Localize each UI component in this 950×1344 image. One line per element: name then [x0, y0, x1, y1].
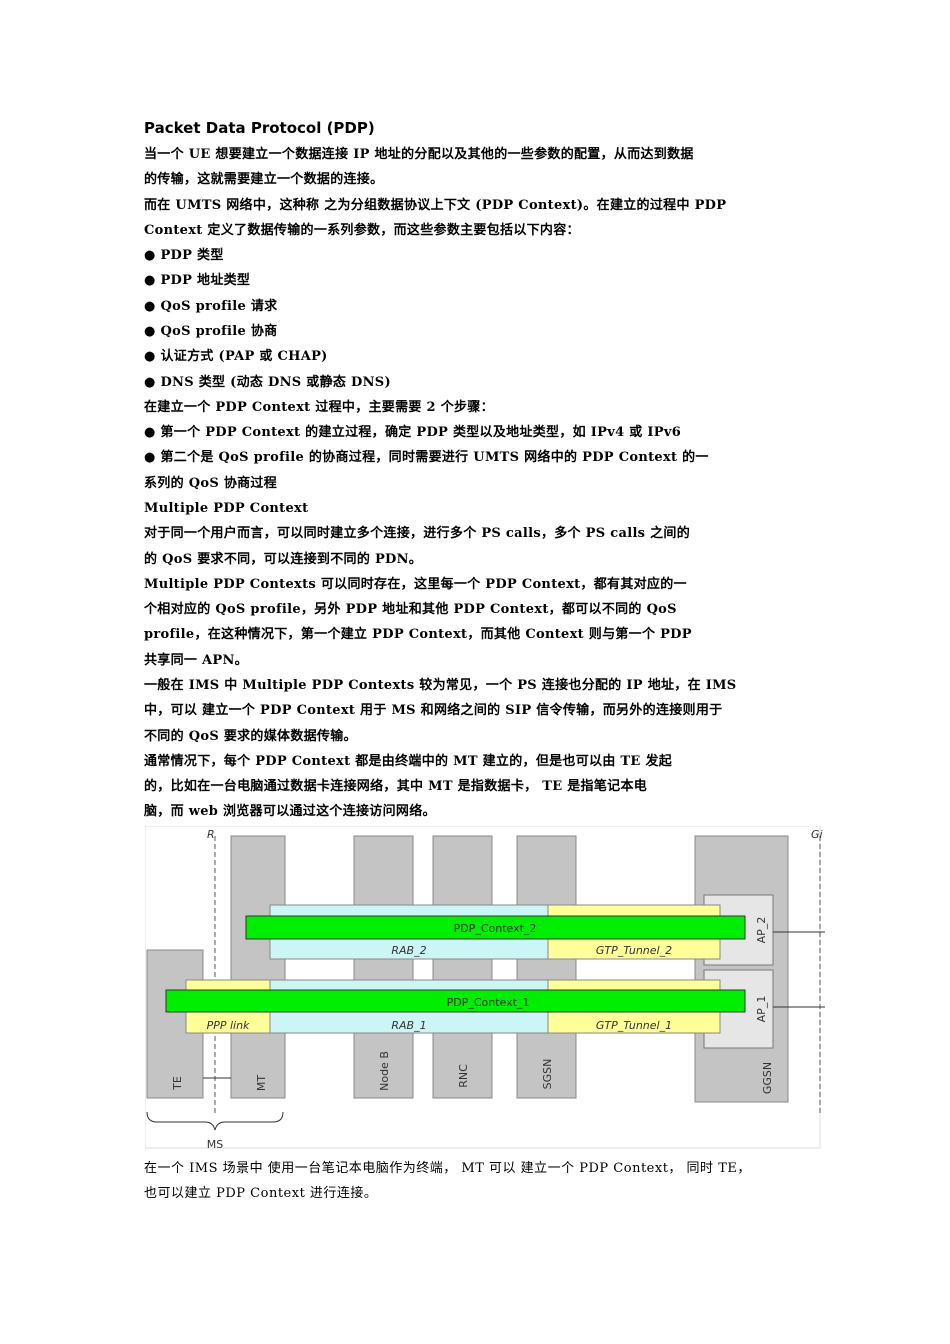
node-b-node	[353, 835, 414, 1099]
paragraph-line: 的传输，这就需要建立一个数据的连接。	[144, 172, 384, 187]
bullet-item: ● 认证方式 (PAP 或 CHAP)	[144, 349, 328, 364]
paragraph-line: 而在 UMTS 网络中，这种称 之为分组数据协议上下文 (PDP Context…	[144, 198, 727, 213]
sgsn-label: SGSN	[541, 1059, 554, 1090]
paragraph-line: 不同的 QoS 要求的媒体数据传输。	[144, 729, 357, 744]
section-title: Packet Data Protocol (PDP)	[144, 119, 375, 137]
paragraph-line: 一般在 IMS 中 Multiple PDP Contexts 较为常见，一个 …	[144, 678, 737, 693]
paragraph-line: 的，比如在一台电脑通过数据卡连接网络，其中 MT 是指数据卡， TE 是指笔记本…	[144, 779, 648, 794]
bullet-item: ● QoS profile 请求	[144, 299, 278, 314]
gtp-tunnel2-label: GTP_Tunnel_2	[596, 944, 672, 957]
caption-line: 在一个 IMS 场景中 使用一台笔记本电脑作为终端， MT 可以 建立一个 PD…	[144, 1161, 751, 1176]
paragraph-line: 通常情况下，每个 PDP Context 都是由终端中的 MT 建立的，但是也可…	[144, 754, 673, 769]
ms-label: MS	[207, 1138, 223, 1151]
rnc-node	[432, 835, 493, 1099]
mt-node	[230, 835, 286, 1099]
bullet-item: ● DNS 类型 (动态 DNS 或静态 DNS)	[144, 375, 391, 390]
bullet-item: ● PDP 地址类型	[144, 273, 251, 288]
ppp-link-label: PPP link	[207, 1019, 250, 1032]
pdp-context2-label: PDP_Context_2	[454, 922, 537, 935]
paragraph-line: 脑，而 web 浏览器可以通过这个连接访问网络。	[144, 804, 436, 819]
paragraph-line: 中，可以 建立一个 PDP Context 用于 MS 和网络之间的 SIP 信…	[144, 703, 723, 718]
bullet-item: ● 第二个是 QoS profile 的协商过程，同时需要进行 UMTS 网络中…	[144, 450, 709, 465]
te-label: TE	[171, 1076, 184, 1091]
bullet-item: ● PDP 类型	[144, 248, 224, 263]
mt-label: MT	[255, 1075, 268, 1091]
ap2-label: AP_2	[755, 917, 768, 944]
pdp-context1-bar	[165, 989, 746, 1013]
ms-brace	[146, 1111, 284, 1131]
pdp-context2-bar	[245, 915, 746, 940]
ap1-label: AP_1	[755, 996, 768, 1023]
ggsn-node	[694, 835, 789, 1103]
ggsn-label: GGSN	[761, 1062, 774, 1094]
paragraph-line: 系列的 QoS 协商过程	[144, 476, 278, 491]
sgsn-node	[516, 835, 577, 1099]
node-b-label: Node B	[378, 1051, 391, 1091]
paragraph-line: Multiple PDP Contexts 可以同时存在，这里每一个 PDP C…	[144, 577, 687, 592]
caption-line: 也可以建立 PDP Context 进行连接。	[144, 1186, 378, 1201]
rab2-label: RAB_2	[391, 944, 426, 957]
rab1-label: RAB_1	[391, 1019, 426, 1032]
paragraph-line: profile，在这种情况下，第一个建立 PDP Context，而其他 Con…	[144, 627, 692, 642]
paragraph-line: 共享同一 APN。	[144, 653, 248, 668]
paragraph-line: 对于同一个用户而言，可以同时建立多个连接，进行多个 PS calls，多个 PS…	[144, 526, 691, 541]
rnc-label: RNC	[457, 1064, 470, 1088]
paragraph-line: 个相对应的 QoS profile，另外 PDP 地址和其他 PDP Conte…	[144, 602, 677, 617]
bullet-item: ● QoS profile 协商	[144, 324, 278, 339]
pdp-context1-label: PDP_Context_1	[447, 996, 530, 1009]
paragraph-line: 在建立一个 PDP Context 过程中，主要需要 2 个步骤：	[144, 400, 494, 415]
paragraph-line: 的 QoS 要求不同，可以连接到不同的 PDN。	[144, 552, 423, 567]
gi-label: Gi	[811, 828, 823, 841]
r-label: R	[207, 828, 215, 841]
subheading: Multiple PDP Context	[144, 501, 309, 516]
paragraph-line: Context 定义了数据传输的一系列参数，而这些参数主要包括以下内容：	[144, 223, 580, 238]
paragraph-line: 当一个 UE 想要建立一个数据连接 IP 地址的分配以及其他的一些参数的配置，从…	[144, 147, 694, 162]
pdp-context-diagram: R Gi AP_2 AP_1 PDP_Context_2 RAB_2 GTP_T…	[145, 826, 825, 1152]
gtp-tunnel1-label: GTP_Tunnel_1	[596, 1019, 672, 1032]
bullet-item: ● 第一个 PDP Context 的建立过程，确定 PDP 类型以及地址类型，…	[144, 425, 682, 440]
